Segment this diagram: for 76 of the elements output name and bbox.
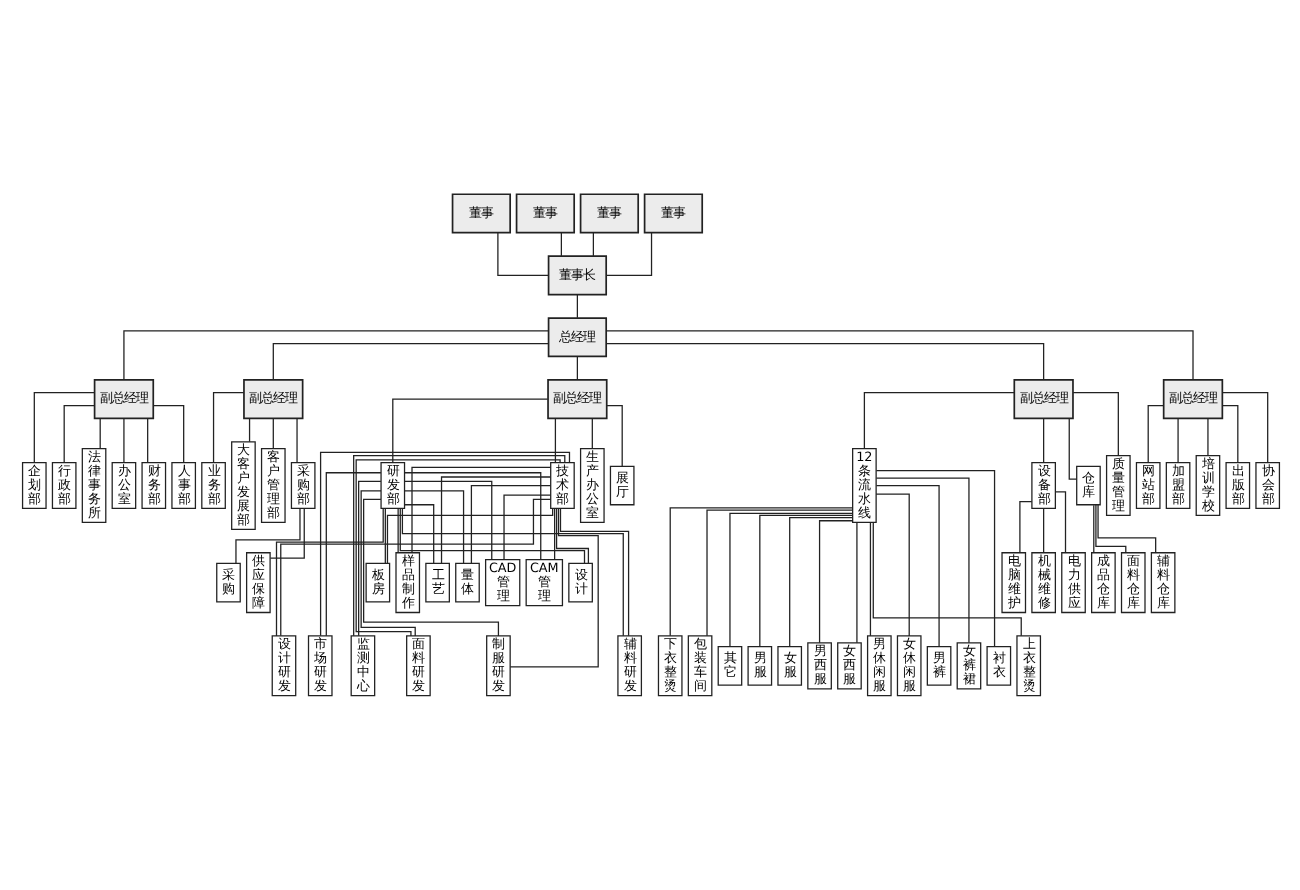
connector: [575, 355, 577, 381]
connector: [1220, 392, 1268, 464]
connector: [758, 514, 853, 648]
connector: [400, 508, 623, 637]
connector: [357, 480, 381, 637]
connector: [1067, 417, 1077, 480]
connector: [211, 392, 244, 464]
connector: [874, 469, 995, 648]
connector: [553, 418, 556, 463]
connector: [98, 418, 100, 450]
connector: [1206, 418, 1208, 457]
connector: [383, 507, 385, 565]
connector: [359, 490, 415, 637]
connector: [271, 343, 549, 381]
connector: [575, 293, 577, 319]
connector: [362, 498, 499, 637]
connector: [391, 398, 548, 463]
connector: [868, 521, 871, 637]
connector: [271, 418, 273, 450]
connector: [502, 494, 551, 561]
connector: [604, 343, 1044, 381]
connector: [247, 418, 250, 443]
connector: [279, 498, 551, 637]
connector: [874, 477, 969, 644]
connector: [554, 508, 589, 564]
connector: [508, 507, 598, 668]
connector: [590, 418, 592, 450]
connector: [403, 504, 434, 565]
connector: [871, 521, 1021, 637]
connector: [398, 508, 585, 564]
connector: [122, 418, 124, 463]
connector: [324, 472, 381, 637]
connector: [1094, 504, 1126, 554]
connector: [874, 493, 909, 637]
connector: [122, 330, 548, 381]
connector: [1092, 504, 1094, 554]
connector: [558, 508, 629, 637]
connector: [604, 330, 1193, 381]
connector: [1146, 404, 1163, 464]
connector: [591, 232, 593, 257]
connector: [1071, 392, 1118, 457]
connector: [788, 516, 853, 648]
connector: [705, 509, 853, 637]
connector: [469, 484, 551, 564]
connector: [1096, 504, 1156, 554]
connector: [728, 512, 853, 648]
connector: [855, 521, 857, 644]
connector: [1053, 491, 1066, 554]
connector: [268, 507, 304, 559]
connector: [1176, 418, 1178, 463]
connector: [146, 418, 148, 463]
connector: [605, 404, 622, 467]
connector: [403, 490, 464, 564]
connector: [862, 392, 1014, 450]
connector: [396, 507, 398, 554]
connector: [496, 232, 548, 276]
connector: [1221, 404, 1238, 464]
connector: [318, 451, 570, 637]
connector: [402, 480, 492, 561]
connector: [385, 507, 553, 564]
connector: [62, 404, 95, 464]
connector: [1018, 500, 1032, 554]
connector: [817, 520, 853, 644]
connector: [874, 484, 939, 648]
connector: [553, 507, 555, 561]
connector: [604, 232, 652, 276]
connector: [274, 507, 383, 637]
connector: [1042, 418, 1044, 463]
connector: [439, 476, 551, 564]
connector: [1042, 507, 1044, 554]
connector: [151, 404, 184, 464]
connector: [295, 418, 297, 463]
connector: [234, 508, 300, 564]
connector: [668, 507, 853, 637]
connector: [32, 392, 95, 464]
connector: [559, 232, 561, 257]
